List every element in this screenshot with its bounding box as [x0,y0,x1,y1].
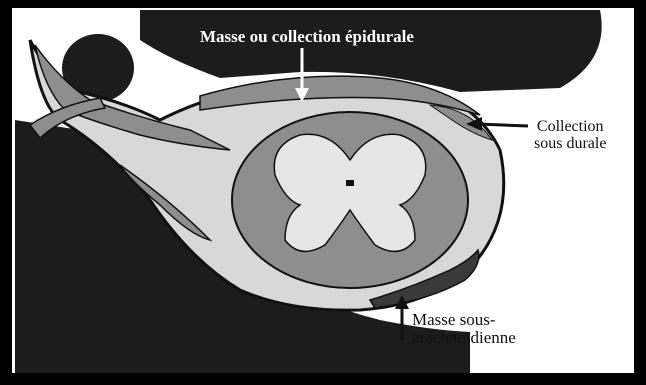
label-subarachnoid-line1: Masse sous- [412,311,516,329]
central-canal [346,180,354,186]
label-subdural-line1: Collection [534,119,606,136]
label-epidural: Masse ou collection épidurale [200,28,414,46]
label-subarachnoid: Masse sous- arachnoïdienne [412,311,516,347]
label-subdural: Collection sous durale [534,119,606,153]
label-subdural-line2: sous durale [534,136,606,153]
label-subarachnoid-line2: arachnoïdienne [412,329,516,347]
